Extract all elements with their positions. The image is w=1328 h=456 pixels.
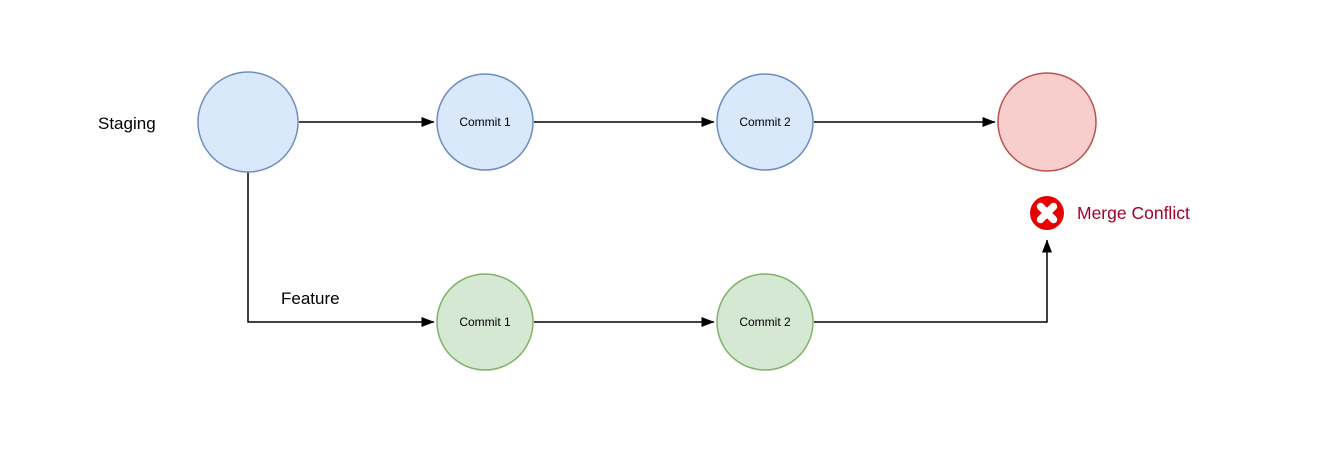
edge-featurecommit2-to-conflict xyxy=(814,239,1052,323)
staging-commit-1-node xyxy=(436,73,534,171)
staging-commit-2-node xyxy=(716,73,814,171)
feature-commit-1-label: Commit 1 xyxy=(459,315,511,329)
error-icon-x-stroke-2 xyxy=(1036,202,1058,224)
feature-commit-2-node xyxy=(716,273,814,371)
staging-branch-label: Staging xyxy=(98,114,156,133)
feature-commit-1-node xyxy=(436,273,534,371)
staging-commit-2-label: Commit 2 xyxy=(739,115,791,129)
staging-commit-1-label: Commit 1 xyxy=(459,115,511,129)
feature-branch-label: Feature xyxy=(281,289,340,308)
error-x-icon xyxy=(1030,196,1064,230)
feature-commit-2-label: Commit 2 xyxy=(739,315,791,329)
staging-root-node xyxy=(197,71,299,173)
merge-result-node xyxy=(997,72,1097,172)
edge-branch-to-featurecommit1 xyxy=(247,172,435,327)
merge-conflict-label: Merge Conflict xyxy=(1077,203,1190,223)
